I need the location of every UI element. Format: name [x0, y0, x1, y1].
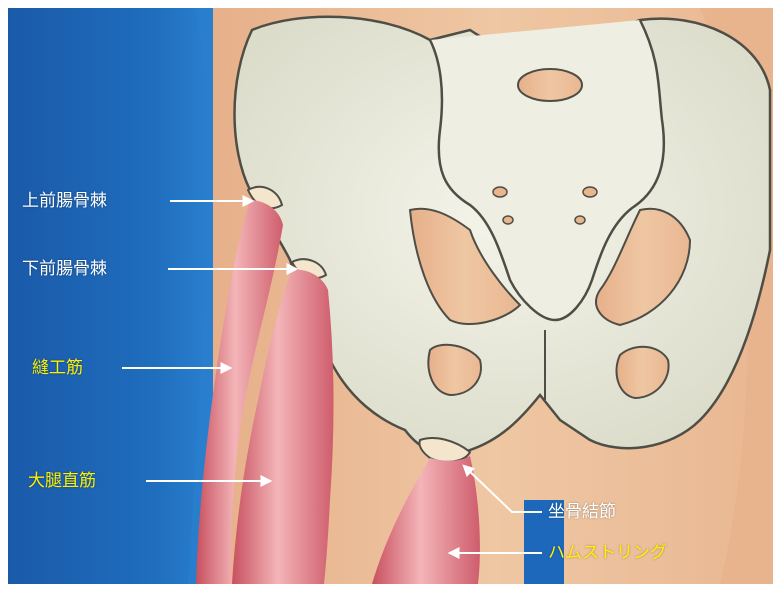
label-sartorius: 縫工筋	[32, 358, 83, 378]
label-rectus-femoris: 大腿直筋	[28, 471, 96, 491]
label-ischial-tuberosity: 坐骨結節	[548, 502, 616, 522]
label-aiis: 下前腸骨棘	[22, 259, 107, 279]
label-asis: 上前腸骨棘	[22, 191, 107, 211]
blue-background	[8, 8, 213, 584]
label-hamstring: ハムストリング	[548, 543, 667, 563]
